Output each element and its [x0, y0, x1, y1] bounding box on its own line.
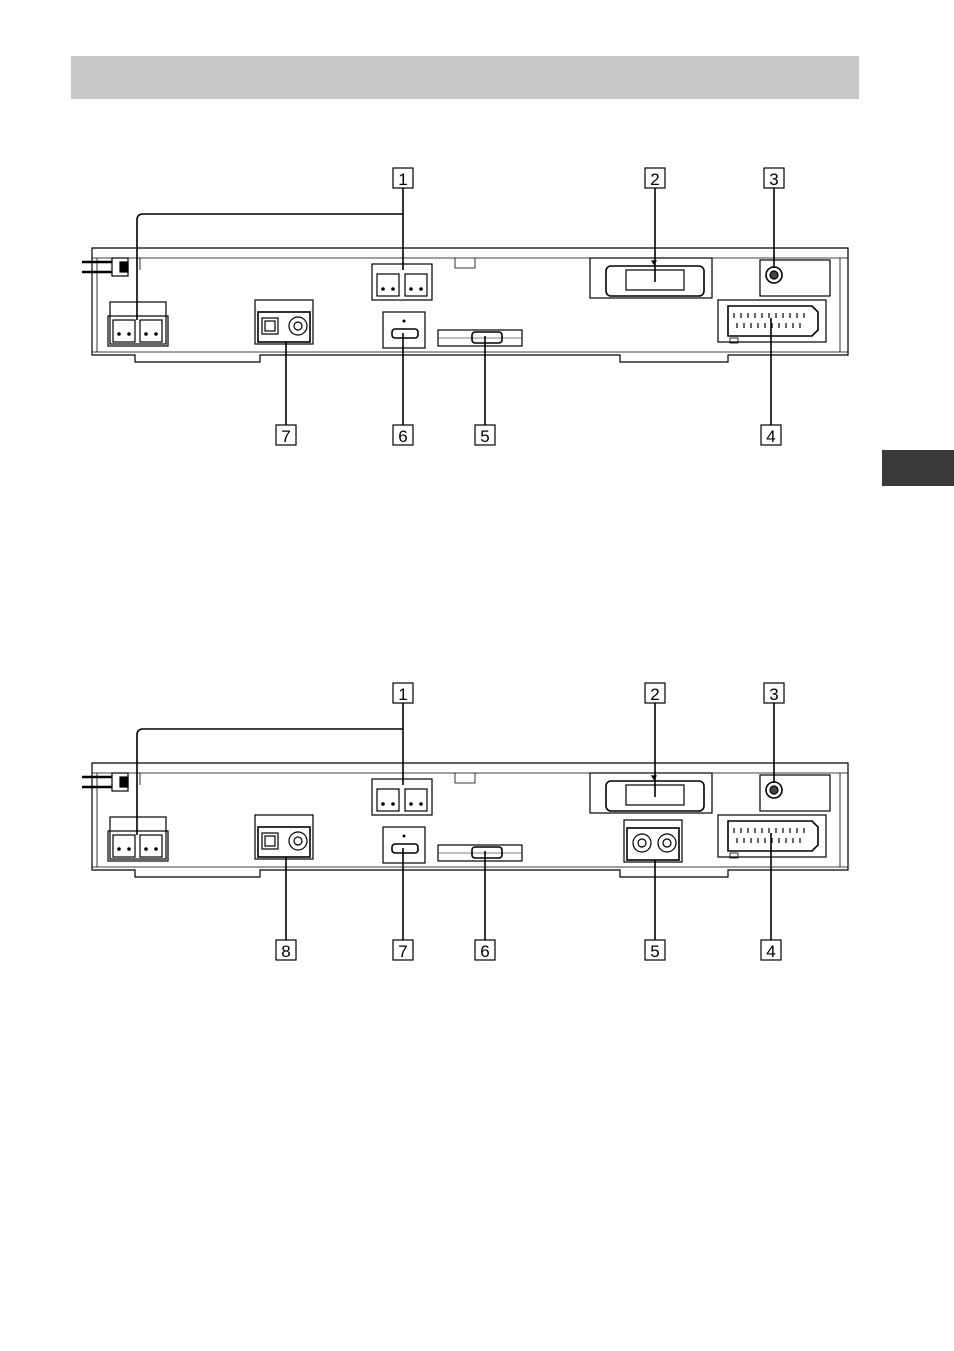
callout-7: 7 [393, 940, 413, 961]
callout-6: 6 [393, 425, 413, 446]
callout-1: 1 [393, 168, 413, 189]
callout-5: 5 [475, 425, 495, 446]
callout-4: 4 [761, 940, 781, 961]
rear-panel-diagram-top: 1 2 3 4 5 6 7 [0, 160, 954, 460]
svg-text:8: 8 [281, 942, 290, 961]
svg-text:3: 3 [769, 170, 778, 189]
svg-text:4: 4 [766, 942, 775, 961]
callout-2: 2 [645, 683, 665, 704]
callout-6: 6 [475, 940, 495, 961]
svg-text:5: 5 [480, 427, 489, 446]
callout-7: 7 [276, 425, 296, 446]
svg-text:1: 1 [398, 685, 407, 704]
svg-text:1: 1 [398, 170, 407, 189]
rear-panel-diagram-bottom: 1 2 3 4 5 6 7 8 [0, 675, 954, 975]
svg-text:6: 6 [480, 942, 489, 961]
svg-text:7: 7 [281, 427, 290, 446]
svg-text:5: 5 [650, 942, 659, 961]
svg-text:6: 6 [398, 427, 407, 446]
callout-1: 1 [393, 683, 413, 704]
svg-text:2: 2 [650, 170, 659, 189]
svg-text:2: 2 [650, 685, 659, 704]
callout-8: 8 [276, 940, 296, 961]
callout-3: 3 [764, 168, 784, 189]
svg-text:3: 3 [769, 685, 778, 704]
callout-3: 3 [764, 683, 784, 704]
callout-4: 4 [761, 425, 781, 446]
callout-5: 5 [645, 940, 665, 961]
svg-text:4: 4 [766, 427, 775, 446]
callout-2: 2 [645, 168, 665, 189]
unit-rear-panel [92, 763, 848, 877]
unit-rear-panel [92, 248, 848, 362]
svg-text:7: 7 [398, 942, 407, 961]
section-header-bar [71, 56, 859, 99]
